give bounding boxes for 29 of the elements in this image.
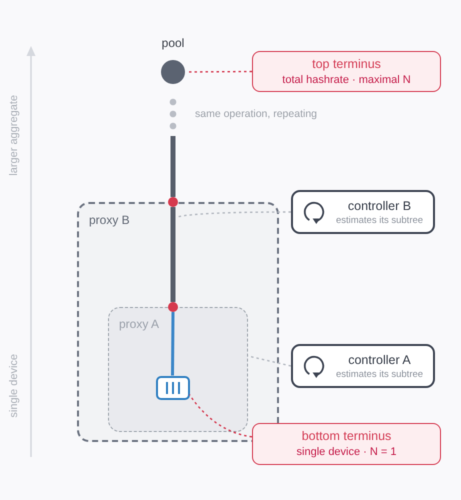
junction-dot	[168, 302, 178, 312]
leader-line	[187, 70, 252, 73]
card-title: controller B	[348, 198, 412, 212]
group-region	[108, 307, 248, 432]
junction-dot	[168, 197, 178, 207]
callout-title: top terminus	[312, 56, 381, 70]
trunk-line	[170, 136, 176, 197]
group-label: proxy B	[89, 213, 130, 227]
card-subtitle: estimates its subtree	[336, 214, 424, 226]
leader-line	[176, 211, 291, 218]
leader-line	[188, 394, 252, 438]
callout-text: total hashrate · maximal N	[282, 74, 411, 86]
callout-box	[252, 423, 441, 465]
info-card	[291, 344, 435, 388]
node-label: pool	[162, 36, 184, 50]
note-text: same operation, repeating	[195, 108, 317, 121]
axis-label: larger aggregate	[8, 95, 21, 176]
axis-label: single device	[8, 354, 21, 418]
card-title: controller A	[348, 352, 411, 366]
callout-text: single device · N = 1	[296, 446, 396, 459]
group-region	[77, 202, 279, 442]
trunk-line	[170, 207, 176, 302]
card-subtitle: estimates its subtree	[336, 368, 424, 380]
device-icon	[156, 376, 190, 400]
trunk-line	[171, 312, 174, 376]
callout-title: bottom terminus	[302, 429, 392, 443]
callout-box	[252, 51, 441, 92]
group-label: proxy A	[119, 317, 160, 331]
info-card	[291, 190, 435, 234]
